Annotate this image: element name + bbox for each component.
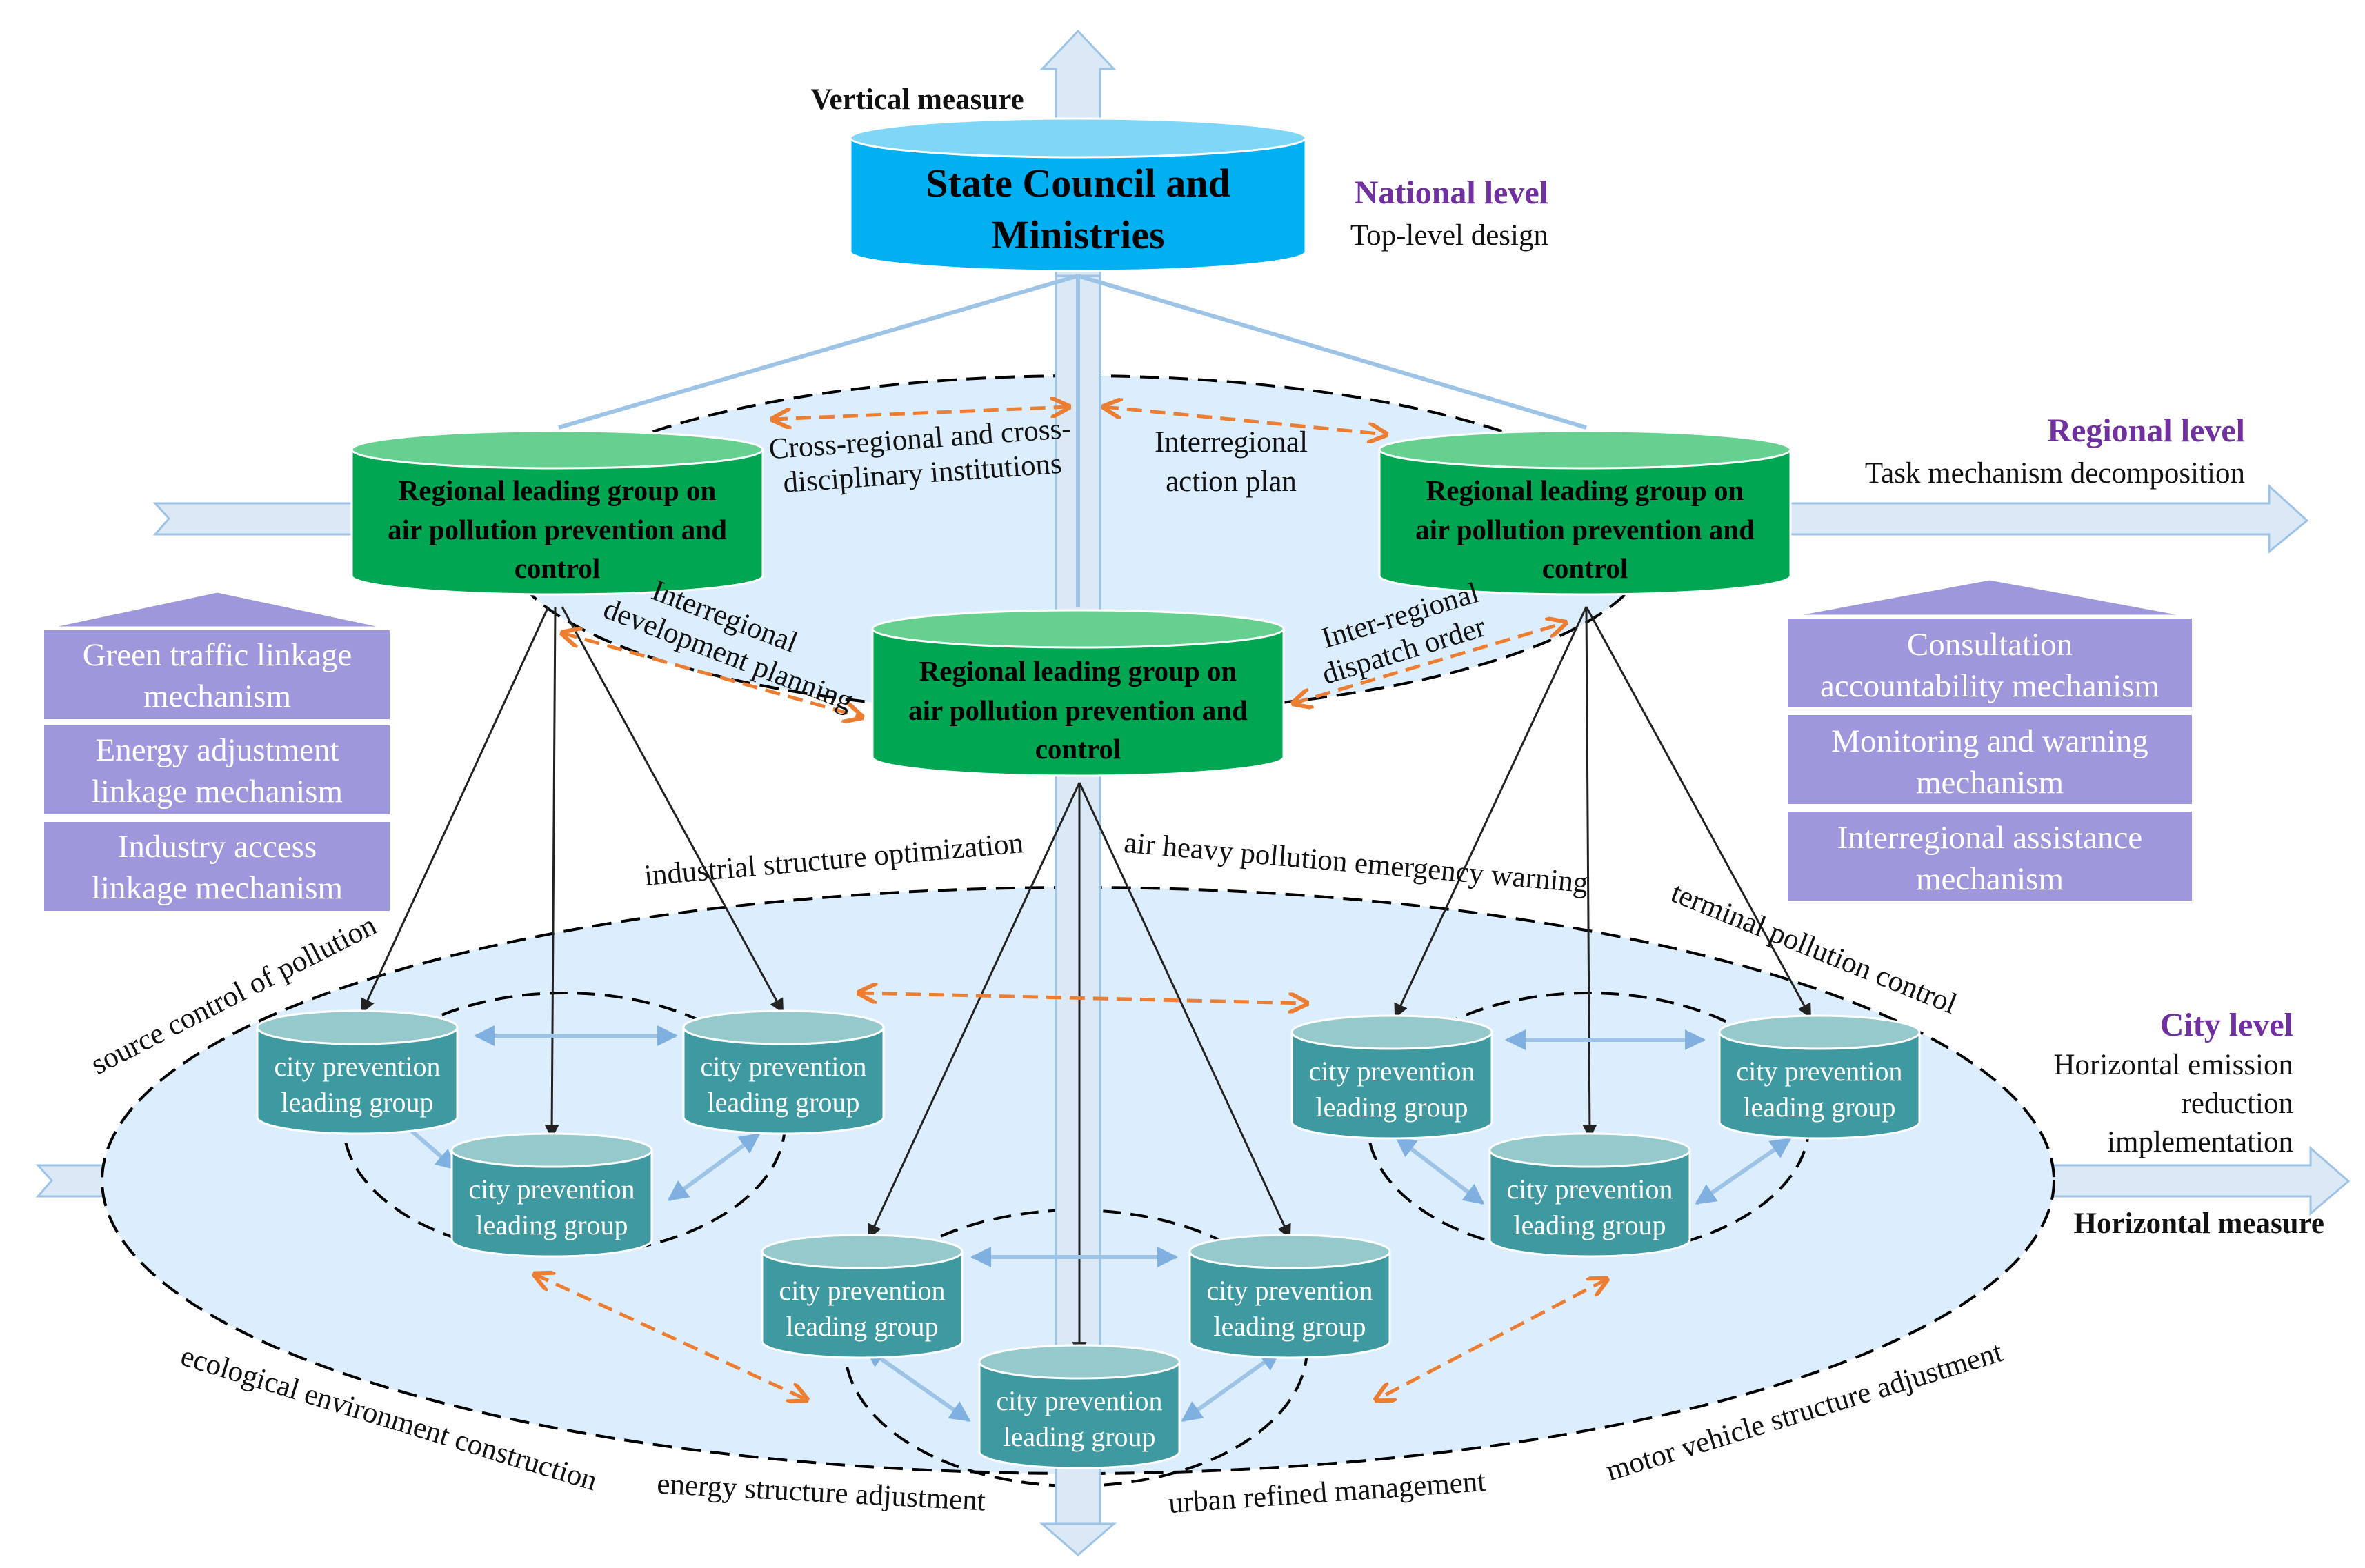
city-prevention-group-5: city prevention leading group [1718,1014,1921,1140]
city-prevention-group-1: city prevention leading group [256,1009,459,1135]
mechanism-consultation-line1: Consultation [1907,627,2073,663]
city-group-label-line2: leading group [1003,1421,1155,1452]
national-level-title: National level [1355,174,1548,211]
regional-group-center: Regional leading group on air pollution … [871,609,1285,777]
regional-right-line3: control [1542,552,1628,584]
regional-group-right: Regional leading group on air pollution … [1378,430,1792,596]
state-council-label-line1: State Council and [926,161,1230,205]
mechanism-consultation-line2: accountability mechanism [1820,668,2159,704]
regional-left-line1: Regional leading group on [399,474,717,506]
city-prevention-group-6: city prevention leading group [1488,1132,1691,1258]
dispatch-order-label: Inter-regional dispatch order [1318,576,1489,691]
measure-energy-structure: energy structure adjustment [656,1468,986,1518]
city-group-label-line1: city prevention [700,1051,866,1082]
city-group-label-line2: leading group [281,1087,433,1118]
mechanism-industry-line1: Industry access [118,829,317,865]
city-level-subtitle-line3: implementation [2107,1126,2293,1158]
mechanism-monitoring-line2: mechanism [1916,765,2064,801]
city-group-label-line2: leading group [786,1311,938,1342]
city-level-subtitle-line1: Horizontal emission [2053,1049,2293,1081]
regional-right-line2: air pollution prevention and [1415,514,1755,545]
city-group-label-line2: leading group [475,1209,628,1240]
regional-level-title: Regional level [2047,412,2245,449]
regional-center-line3: control [1035,733,1121,765]
city-group-label-line1: city prevention [1308,1056,1475,1087]
state-council-cylinder: State Council and Ministries [849,117,1307,272]
city-prevention-group-4: city prevention leading group [1290,1014,1493,1140]
regional-group-left: Regional leading group on air pollution … [350,430,764,596]
measure-urban: urban refined management [1168,1465,1487,1520]
mechanism-green-traffic-line2: mechanism [143,679,291,714]
city-group-label-line1: city prevention [1206,1275,1373,1306]
city-group-label-line1: city prevention [779,1275,945,1306]
city-group-label-line2: leading group [1315,1092,1468,1123]
regional-left-line2: air pollution prevention and [388,514,727,545]
horizontal-measure-label: Horizontal measure [2074,1207,2324,1240]
regional-center-line2: air pollution prevention and [908,694,1248,726]
city-group-label-line1: city prevention [274,1051,440,1082]
city-prevention-group-3: city prevention leading group [450,1132,653,1258]
city-level-title: City level [2160,1007,2293,1043]
mechanism-energy-line1: Energy adjustment [96,732,339,768]
city-group-label-line1: city prevention [1736,1056,1902,1087]
vertical-measure-label: Vertical measure [810,83,1024,116]
city-prevention-group-7: city prevention leading group [761,1234,964,1359]
city-group-label-line2: leading group [1513,1209,1666,1240]
city-group-label-line2: leading group [707,1087,859,1118]
mechanism-assistance-line1: Interregional assistance [1837,820,2142,856]
action-plan-line2: action plan [1166,465,1297,498]
action-plan-line1: Interregional [1155,426,1308,459]
measure-industrial: industrial structure optimization [643,827,1025,892]
left-mechanisms-panel: Green traffic linkage mechanism Energy a… [41,590,392,914]
national-to-regional-lines [558,274,1587,607]
city-prevention-group-8: city prevention leading group [1188,1234,1391,1359]
mechanism-industry-line2: linkage mechanism [92,870,343,906]
measure-emergency: air heavy pollution emergency warning [1123,827,1590,900]
regional-left-line3: control [515,552,601,584]
city-group-label-line2: leading group [1743,1092,1895,1123]
city-link-arrows [374,1025,1792,1423]
city-level-subtitle-line2: reduction [2182,1087,2293,1120]
mechanism-assistance-line2: mechanism [1916,861,2064,897]
city-group-label-line1: city prevention [996,1385,1162,1416]
mechanism-energy-line2: linkage mechanism [92,774,343,810]
regional-level-subtitle: Task mechanism decomposition [1865,457,2245,490]
national-level-subtitle: Top-level design [1350,219,1548,252]
state-council-label-line2: Ministries [991,212,1164,257]
regional-right-line1: Regional leading group on [1426,474,1744,506]
city-group-label-line1: city prevention [468,1174,635,1205]
city-prevention-group-9: city prevention leading group [978,1344,1181,1469]
right-mechanisms-panel: Consultation accountability mechanism Mo… [1785,578,2195,903]
regional-center-line1: Regional leading group on [919,655,1237,687]
mechanism-green-traffic-line1: Green traffic linkage [83,637,352,673]
city-prevention-group-2: city prevention leading group [682,1009,885,1135]
mechanism-monitoring-line1: Monitoring and warning [1831,723,2148,759]
city-group-label-line1: city prevention [1506,1174,1673,1205]
city-group-label-line2: leading group [1213,1311,1366,1342]
regional-coordination-arrows [535,407,1607,1400]
